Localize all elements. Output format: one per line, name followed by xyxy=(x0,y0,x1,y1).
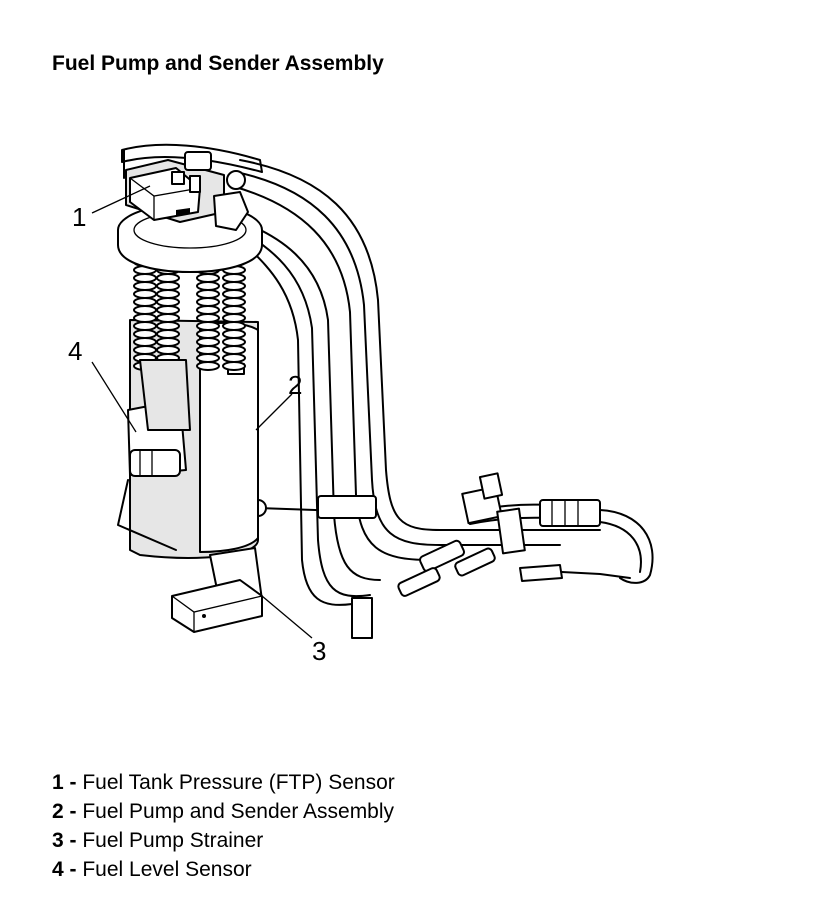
hose-corrugation xyxy=(156,345,180,355)
hose-corrugation xyxy=(196,281,220,291)
fuel-pump-assembly-illustration: 1 4 2 3 xyxy=(68,143,654,666)
legend-item: 1 - Fuel Tank Pressure (FTP) Sensor xyxy=(52,771,395,794)
hose-corrugation xyxy=(196,273,220,283)
legend-item: 4 - Fuel Level Sensor xyxy=(52,858,252,881)
hose-corrugation xyxy=(222,321,246,331)
hose-corrugation xyxy=(156,313,180,323)
ftp-sensor xyxy=(129,167,201,221)
fuel-pump-strainer xyxy=(171,547,263,633)
hose-corrugation xyxy=(222,305,246,315)
hose-corrugation xyxy=(133,321,157,331)
hose-corrugation xyxy=(222,337,246,347)
hose-corrugation xyxy=(133,305,157,315)
hose-corrugation xyxy=(196,345,220,355)
hose-corrugation xyxy=(196,329,220,339)
hose-corrugation xyxy=(222,281,246,291)
hose-corrugation xyxy=(196,313,220,323)
hose-corrugation xyxy=(196,337,220,347)
hose-corrugation xyxy=(156,273,180,283)
line-fittings xyxy=(397,539,496,597)
hose-corrugation xyxy=(133,289,157,299)
callout-leaders xyxy=(91,185,313,639)
hose-corrugation xyxy=(133,273,157,283)
hose-corrugation xyxy=(156,297,180,307)
callout-3: 3 xyxy=(312,636,326,666)
hose-corrugation xyxy=(196,289,220,299)
fuel-lines xyxy=(231,159,601,606)
hose-corrugation xyxy=(222,273,246,283)
callout-4: 4 xyxy=(68,336,82,366)
hose-corrugation xyxy=(222,329,246,339)
legend-item: 2 - Fuel Pump and Sender Assembly xyxy=(52,800,395,823)
hose-corrugation xyxy=(156,329,180,339)
hose-corrugation xyxy=(133,345,157,355)
legend: 1 - Fuel Tank Pressure (FTP) Sensor 2 - … xyxy=(52,768,395,884)
wiring-harness xyxy=(461,472,654,584)
hose-corrugation xyxy=(196,297,220,307)
hose-corrugation xyxy=(156,281,180,291)
hose-corrugation xyxy=(222,297,246,307)
hose-corrugation xyxy=(156,305,180,315)
hose-corrugation xyxy=(222,361,246,371)
hose-corrugation xyxy=(196,361,220,371)
hose-corrugation xyxy=(196,353,220,363)
hose-corrugation xyxy=(222,345,246,355)
hose-corrugation xyxy=(156,337,180,347)
hose-corrugation xyxy=(133,281,157,291)
hose-corrugation xyxy=(133,297,157,307)
legend-item: 3 - Fuel Pump Strainer xyxy=(52,829,264,852)
hose-corrugation xyxy=(222,353,246,363)
fuel-level-sensor xyxy=(117,359,191,551)
hose-corrugation xyxy=(133,329,157,339)
callout-1: 1 xyxy=(72,202,86,232)
callout-2: 2 xyxy=(288,370,302,400)
hose-corrugation xyxy=(133,313,157,323)
hose-corrugation xyxy=(156,289,180,299)
hose-corrugation xyxy=(222,313,246,323)
diagram-title: Fuel Pump and Sender Assembly xyxy=(52,52,384,75)
hose-corrugation xyxy=(222,289,246,299)
hose-corrugation xyxy=(133,337,157,347)
hose-corrugation xyxy=(196,305,220,315)
hose-corrugation xyxy=(156,321,180,331)
hose-corrugation xyxy=(196,321,220,331)
hose-clip xyxy=(249,495,377,639)
